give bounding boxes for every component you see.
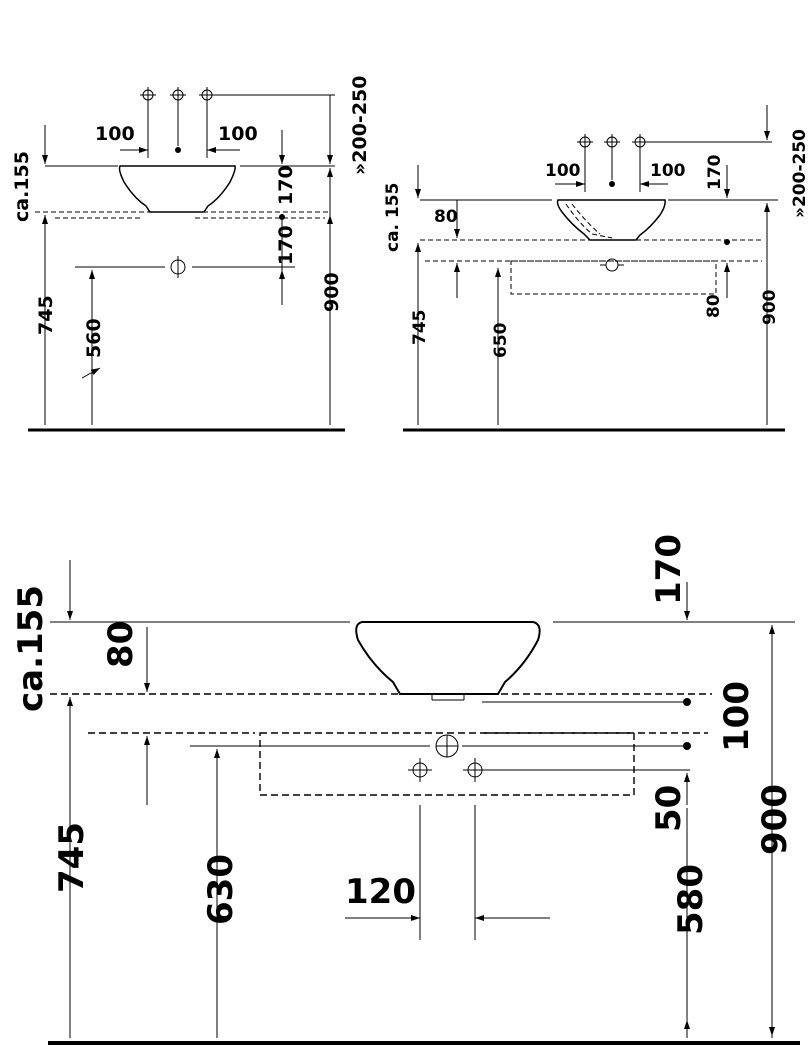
- dim-tap-spacing-right: 100: [218, 123, 258, 145]
- dim-basin-height: ca.155: [11, 151, 33, 222]
- dim-tap-height-range: »200-250: [349, 76, 371, 175]
- dim-counter-thickness: 80: [101, 621, 141, 668]
- dim-tap-spacing-left: 100: [95, 123, 135, 145]
- dim-supply-offset: 50: [649, 785, 689, 832]
- front-view-large: ca.155 170 80 100 50 745 630 120 580 900: [11, 534, 800, 1045]
- dim-counter-height: 745: [410, 310, 430, 346]
- side-view-small: 100 100 »200-250 170 ca. 155 80 745 650 …: [383, 105, 810, 432]
- dim-tap-spacing-left: 100: [545, 161, 581, 181]
- dim-drain-spacing: 100: [717, 681, 757, 752]
- supply-symbols: [408, 758, 487, 782]
- dim-supply-height: 580: [671, 864, 711, 935]
- dim-counter-thickness: 80: [434, 207, 458, 227]
- dim-tap-spacing-right: 100: [650, 161, 686, 181]
- dim-overall-height: 900: [760, 289, 780, 325]
- dim-overall-height: 900: [321, 272, 343, 312]
- dim-basin-height: ca.155: [11, 585, 51, 712]
- front-view-small: 100 100 »200-250 ca.155 170 170 745 560 …: [11, 76, 371, 432]
- dim-tap-height-range: »200-250: [790, 129, 810, 218]
- dim-rim-offset: 170: [705, 154, 725, 190]
- dim-rim-drop: 170: [275, 165, 297, 205]
- cabinet-outline: [259, 732, 635, 796]
- dim-counter-height: 745: [35, 295, 57, 335]
- dim-basin-height: ca. 155: [383, 183, 403, 252]
- dim-overall-height: 900: [755, 784, 795, 855]
- dim-rim-offset: 170: [649, 534, 689, 605]
- dim-drain-height: 560: [83, 318, 105, 358]
- tap-symbols: [577, 134, 648, 150]
- tap-symbols: [140, 87, 215, 103]
- basin-outline: [355, 621, 541, 695]
- dim-counter-height: 745: [52, 822, 92, 893]
- dim-top-to-drain: 170: [275, 225, 297, 265]
- dim-cabinet-drop: 80: [704, 294, 724, 318]
- dim-drain-height: 650: [491, 322, 511, 358]
- cabinet-outline: [510, 260, 717, 295]
- basin-outline: [118, 165, 236, 213]
- dim-supply-spacing: 120: [345, 872, 416, 912]
- dim-drain-height: 630: [201, 854, 241, 925]
